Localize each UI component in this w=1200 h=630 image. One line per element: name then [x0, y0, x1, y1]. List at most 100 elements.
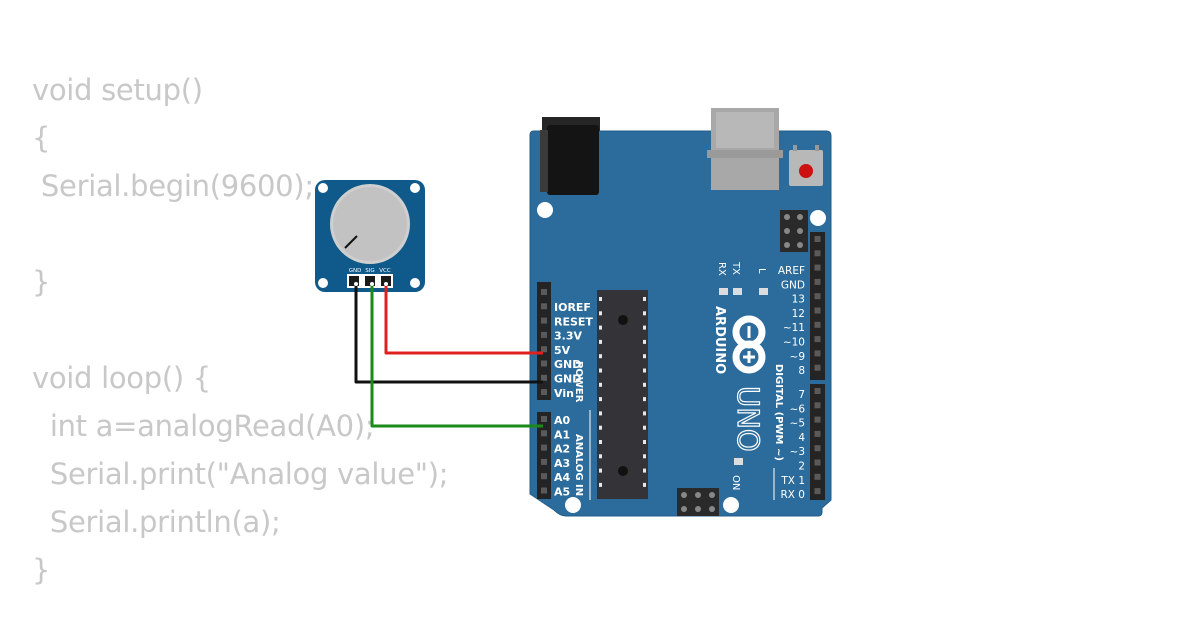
brand-label: ARDUINO: [712, 306, 727, 374]
header-pin: [814, 430, 821, 437]
on-label: ON: [730, 475, 741, 490]
usb-connector: [707, 108, 783, 190]
digital-pin-label: ~9: [790, 351, 805, 363]
header-pin: [814, 250, 821, 257]
power-pin-label: IOREF: [554, 301, 591, 314]
header-pin: [814, 321, 821, 328]
chip-pin: [599, 339, 602, 344]
led-label-rx: RX: [716, 262, 727, 276]
chip-pin: [643, 311, 646, 316]
header-pin: [541, 416, 547, 422]
reset-button[interactable]: [789, 145, 823, 186]
header-pin: [814, 350, 821, 357]
power-pin-label: Vin: [554, 387, 574, 400]
analog-pin-label: A5: [554, 486, 570, 499]
header-pin: [541, 331, 547, 338]
analog-pin-label: A4: [554, 471, 571, 484]
chip-pin: [643, 468, 646, 473]
chip-pin: [643, 368, 646, 373]
analog-section-label: ANALOG IN: [573, 434, 584, 496]
analog-pin-label: A1: [554, 428, 570, 441]
mounting-hole: [723, 497, 739, 513]
wire-end-markers: [354, 282, 388, 286]
mounting-hole: [810, 210, 826, 226]
code-line: }: [32, 553, 51, 587]
header-pin: [541, 303, 547, 310]
chip-pin: [599, 482, 602, 487]
digital-header-bottom: [810, 384, 825, 500]
chip-pin: [643, 339, 646, 344]
chip-pin: [599, 397, 602, 402]
pin-label-sig: SIG: [365, 268, 374, 274]
analog-pin-label: A0: [554, 414, 571, 427]
digital-pin-label: ~10: [783, 337, 805, 349]
mounting-hole: [410, 183, 420, 193]
chip-pin: [643, 354, 646, 359]
header-pin: [541, 374, 547, 381]
mounting-hole: [318, 278, 328, 288]
led-label-l: L: [756, 268, 767, 274]
wires: [354, 284, 543, 428]
code-line: Serial.print("Analog value");: [32, 457, 449, 491]
header-pin: [541, 346, 547, 353]
chip-pin: [599, 368, 602, 373]
digital-pin-label: 7: [798, 389, 805, 401]
code-line: Serial.println(a);: [32, 505, 281, 539]
power-pin-label: GND: [554, 373, 581, 386]
code-line: Serial.begin(9600);: [32, 169, 314, 203]
header-pin: [541, 473, 547, 480]
header-pin: [541, 317, 547, 324]
wire-vcc-to-5v[interactable]: [384, 284, 543, 355]
code-line: {: [32, 121, 51, 155]
wire-gnd-to-gnd[interactable]: [354, 284, 543, 384]
chip-pin: [599, 354, 602, 359]
digital-pin-label: 12: [792, 308, 805, 320]
digital-pin-label: ~5: [790, 418, 805, 430]
chip-pin: [643, 454, 646, 459]
chip-pin: [643, 482, 646, 487]
analog-header: [537, 412, 551, 499]
chip-pin: [599, 297, 602, 301]
chip-pin: [599, 311, 602, 316]
mounting-hole: [537, 202, 553, 218]
header-pin: [541, 430, 547, 437]
digital-pin-label: ~6: [790, 403, 806, 415]
header-pin: [814, 278, 821, 285]
chip-pin: [599, 468, 602, 473]
digital-header-top: [810, 232, 825, 380]
digital-section-label: DIGITAL (PWM ~): [773, 364, 784, 461]
atmega-chip: [597, 290, 648, 499]
code-line: void setup(): [32, 73, 203, 107]
digital-pin-label: GND: [781, 279, 805, 291]
model-label: UNO: [731, 386, 765, 452]
chip-pin: [599, 440, 602, 444]
potentiometer-module[interactable]: GND SIG VCC: [315, 180, 425, 292]
wire-sig-to-a0[interactable]: [370, 284, 543, 428]
digital-pin-label: 8: [798, 365, 805, 377]
potentiometer-knob[interactable]: [333, 187, 407, 261]
header-pin: [814, 364, 821, 371]
header-pin: [541, 487, 547, 494]
chip-pin: [643, 325, 646, 330]
header-pin: [814, 264, 821, 271]
header-pin: [541, 458, 547, 465]
digital-pin-label: 4: [798, 432, 805, 444]
power-pin-label: GND: [554, 358, 581, 371]
chip-pin: [643, 440, 646, 444]
digital-pin-label: ~11: [783, 322, 805, 334]
header-pin: [814, 336, 821, 343]
header-pin: [814, 473, 821, 480]
header-pin: [814, 388, 821, 394]
analog-pin-label: A2: [554, 443, 570, 456]
pin-label-gnd: GND: [349, 268, 362, 274]
header-pin: [541, 444, 547, 451]
dc-power-jack: [540, 117, 600, 195]
power-section-label: POWER: [573, 361, 584, 403]
mounting-hole: [318, 183, 328, 193]
power-header: [537, 282, 551, 400]
chip-pin: [643, 382, 646, 387]
icsp-header-bottom: [677, 488, 719, 516]
digital-pin-label: 2: [798, 461, 805, 473]
